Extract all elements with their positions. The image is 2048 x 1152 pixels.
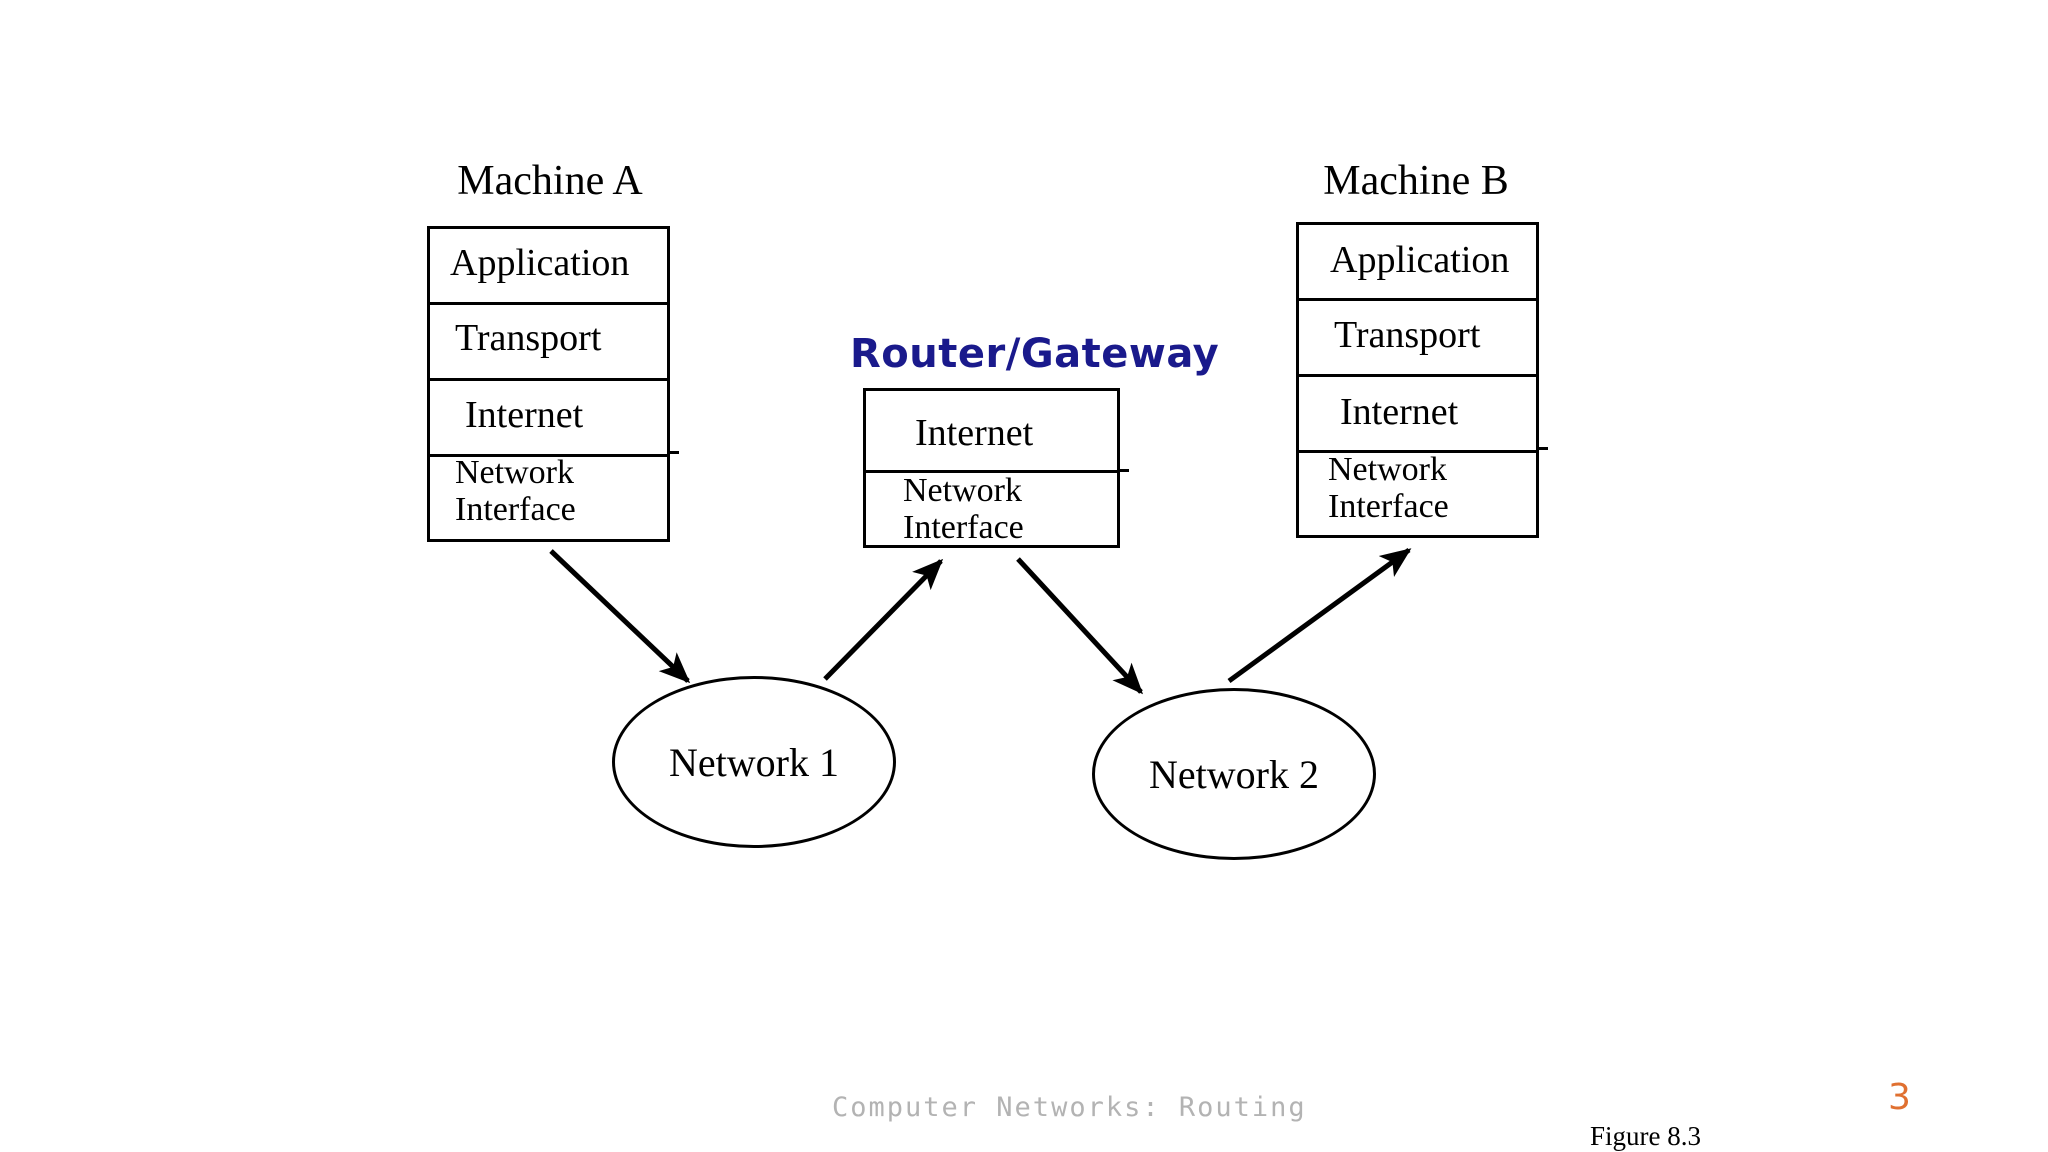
machine-a-layer-internet — [430, 381, 667, 457]
machine-b-title: Machine B — [1323, 158, 1509, 204]
router-layer-internet — [866, 391, 1117, 473]
router-internet-divider-overhang — [1117, 469, 1129, 472]
router-network-interface-label: Network Interface — [903, 472, 1024, 546]
arrow-network-1-to-router — [823, 558, 944, 681]
network-1-ellipse: Network 1 — [612, 676, 896, 848]
machine-b-stack — [1296, 222, 1539, 538]
network-1-label: Network 1 — [669, 739, 839, 785]
network-2-ellipse: Network 2 — [1092, 688, 1376, 860]
machine-a-layer-transport — [430, 305, 667, 381]
machine-a-application-label: Application — [450, 242, 630, 284]
machine-b-application-label: Application — [1330, 239, 1510, 281]
machine-b-internet-label: Internet — [1340, 391, 1459, 433]
router-internet-label: Internet — [915, 412, 1034, 454]
machine-a-internet-divider-overhang — [667, 451, 679, 454]
figure-label: Figure 8.3 — [1590, 1121, 1701, 1151]
machine-b-internet-divider-overhang — [1536, 447, 1548, 450]
machine-b-layer-transport — [1299, 301, 1536, 377]
arrow-router-to-network-2 — [1016, 557, 1144, 695]
page-number: 3 — [1888, 1077, 1911, 1118]
machine-a-layer-application — [430, 229, 667, 305]
machine-b-network-interface-label: Network Interface — [1328, 451, 1449, 525]
router-stack — [863, 388, 1120, 548]
footer-course-text: Computer Networks: Routing — [832, 1092, 1307, 1123]
machine-a-stack — [427, 226, 670, 542]
machine-a-title: Machine A — [457, 158, 643, 204]
machine-b-layer-internet — [1299, 377, 1536, 453]
machine-a-internet-label: Internet — [465, 394, 584, 436]
machine-a-network-interface-label: Network Interface — [455, 454, 576, 528]
machine-b-transport-label: Transport — [1334, 314, 1481, 356]
router-gateway-title: Router/Gateway — [850, 331, 1220, 377]
arrow-machine-a-to-network-1 — [549, 549, 691, 684]
machine-b-layer-application — [1299, 225, 1536, 301]
arrow-network-2-to-machine-b — [1227, 547, 1412, 684]
network-2-label: Network 2 — [1149, 751, 1319, 797]
machine-a-transport-label: Transport — [455, 317, 602, 359]
